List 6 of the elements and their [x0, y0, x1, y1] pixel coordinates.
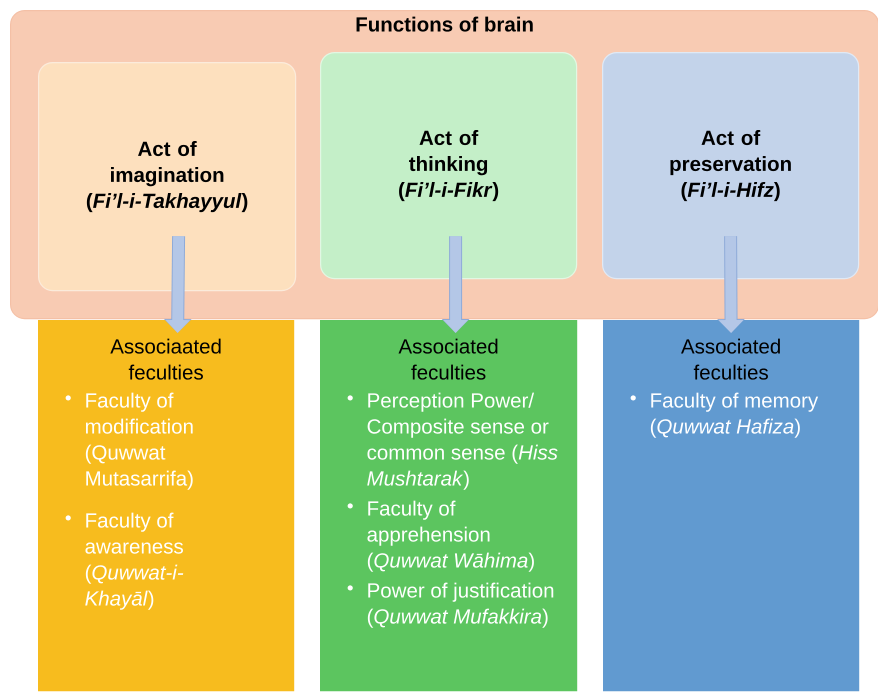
faculties-box: Associaated feculties Faculty of modification (Quwwat Mutasarrifa) Faculty of awareness (Quwwat-i-Khayāl): [38, 320, 294, 692]
act-box: Act of preservation (Fi’l-i-Hifz): [602, 52, 860, 280]
faculties-box: Associated feculties Perception Power/ Composite sense or common sense (Hiss Mushtarak) Faculty of apprehension (Quwwat Wāhima) Power of justification (Quwwat Mufakkira): [320, 320, 578, 692]
act-box: Act of thinking (Fi’l-i-Fikr): [320, 52, 578, 280]
act-box: Act of imagination (Fi’l-i-Takhayyul): [38, 62, 296, 292]
faculties-box: Associated feculties Faculty of memory (Quwwat Hafiza): [603, 320, 860, 692]
